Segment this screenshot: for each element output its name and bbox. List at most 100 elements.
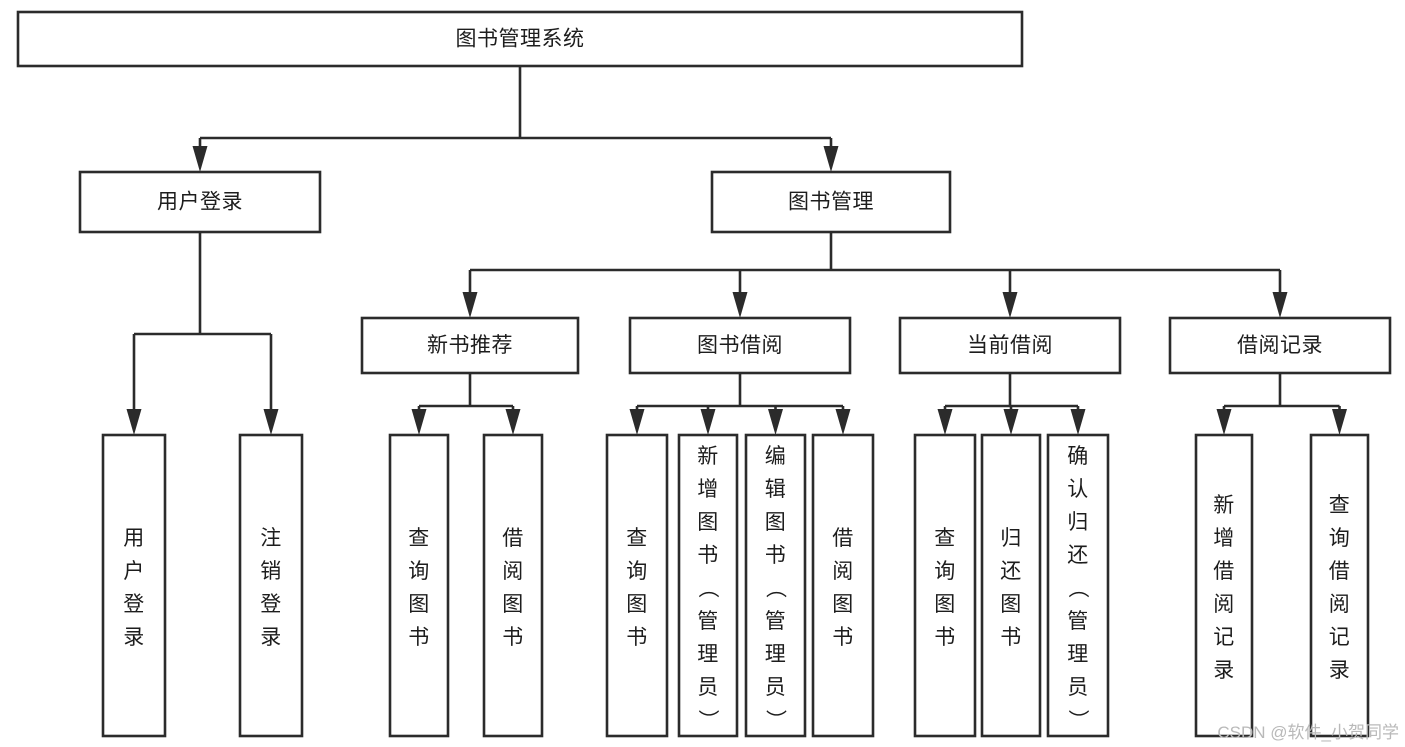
node-box[interactable] (1194, 433, 1254, 738)
arrow-head-icon (768, 409, 783, 435)
node-box[interactable] (16, 10, 1024, 68)
node-label-char: 书 (832, 626, 854, 649)
node-label-char: 询 (934, 560, 956, 583)
arrow-head-icon (700, 409, 716, 435)
node-box[interactable] (744, 433, 807, 738)
node-box[interactable] (913, 433, 977, 738)
node-label-char: 记 (1213, 626, 1235, 649)
node-label-char: 增 (1213, 527, 1235, 550)
node-user-login[interactable]: 用户登录 (78, 170, 322, 234)
node-label: 用户登录 (157, 191, 243, 214)
node-label-char: 归 (1067, 511, 1089, 534)
node-label-char: ） (764, 709, 787, 731)
node-root[interactable]: 图书管理系统 (16, 10, 1024, 68)
node-label-char: 认 (1067, 478, 1089, 501)
node-label-char: 理 (1067, 643, 1089, 666)
node-label-char: 管 (765, 610, 787, 633)
node-label-char: 书 (697, 544, 719, 567)
node-leaf-user-login[interactable]: 用户登录 (101, 433, 167, 738)
connector-group-user-login (126, 232, 279, 435)
node-label-char: 阅 (502, 560, 524, 583)
node-label-char: 管 (1067, 610, 1089, 633)
node-box[interactable] (898, 316, 1122, 375)
node-label-char: 阅 (832, 560, 854, 583)
connector-group-root (192, 66, 839, 172)
node-label-char: 图 (502, 593, 524, 616)
node-label-char: 阅 (1213, 593, 1235, 616)
node-label-char: 员 (765, 676, 787, 699)
node-label-char: 查 (1329, 494, 1351, 517)
node-label-char: 图 (408, 593, 430, 616)
node-label-char: 员 (697, 676, 719, 699)
node-book-borrow[interactable]: 图书借阅 (628, 316, 852, 375)
node-label-char: 阅 (1329, 593, 1351, 616)
node-label-char: 查 (934, 527, 956, 550)
node-label-char: 图 (1000, 593, 1022, 616)
node-label-char: 登 (260, 593, 282, 616)
node-book-manage[interactable]: 图书管理 (710, 170, 952, 234)
node-label-char: 辑 (765, 478, 787, 501)
node-box[interactable] (388, 433, 450, 738)
node-borrow-record[interactable]: 借阅记录 (1168, 316, 1392, 375)
node-box[interactable] (360, 316, 580, 375)
node-label-char: 图 (697, 511, 719, 534)
node-box[interactable] (1309, 433, 1370, 738)
node-new-book-rec[interactable]: 新书推荐 (360, 316, 580, 375)
node-label-char: 管 (697, 610, 719, 633)
node-label-char: 录 (1329, 659, 1351, 682)
arrow-head-icon (629, 409, 645, 435)
node-box[interactable] (78, 170, 322, 234)
node-label-char: ） (1066, 709, 1089, 731)
node-label-char: 员 (1067, 676, 1089, 699)
node-label-char: 新 (697, 445, 719, 468)
node-label-char: 归 (1000, 527, 1022, 550)
node-label-char: 用 (123, 527, 145, 550)
node-label: 图书管理 (788, 191, 874, 214)
node-box[interactable] (101, 433, 167, 738)
node-label-char: 查 (408, 527, 430, 550)
node-label-char: 还 (1000, 560, 1022, 583)
node-label-char: 录 (260, 626, 282, 649)
node-label-char: 图 (832, 593, 854, 616)
arrow-head-icon (411, 409, 427, 435)
connector-layer (126, 66, 1347, 435)
node-label-char: 书 (408, 626, 430, 649)
node-label-char: 还 (1067, 544, 1089, 567)
node-box[interactable] (482, 433, 544, 738)
node-box[interactable] (710, 170, 952, 234)
node-label-char: 书 (626, 626, 648, 649)
node-label-char: 书 (1000, 626, 1022, 649)
node-box[interactable] (1046, 433, 1110, 738)
node-box[interactable] (628, 316, 852, 375)
node-label-char: 编 (765, 445, 787, 468)
node-label-char: 录 (123, 626, 145, 649)
node-label-char: 销 (260, 560, 282, 583)
arrow-head-icon (1003, 409, 1019, 435)
node-box[interactable] (238, 433, 304, 738)
arrow-head-icon (1070, 409, 1086, 435)
arrow-head-icon (1002, 292, 1018, 318)
node-box[interactable] (605, 433, 669, 738)
node-box[interactable] (980, 433, 1042, 738)
node-box[interactable] (677, 433, 739, 738)
node-box[interactable] (1168, 316, 1392, 375)
node-label-char: 书 (934, 626, 956, 649)
arrow-head-icon (126, 409, 142, 435)
node-current-borrow[interactable]: 当前借阅 (898, 316, 1122, 375)
node-label-char: （ (764, 577, 787, 599)
node-box[interactable] (811, 433, 875, 738)
node-label: 当前借阅 (967, 334, 1053, 357)
